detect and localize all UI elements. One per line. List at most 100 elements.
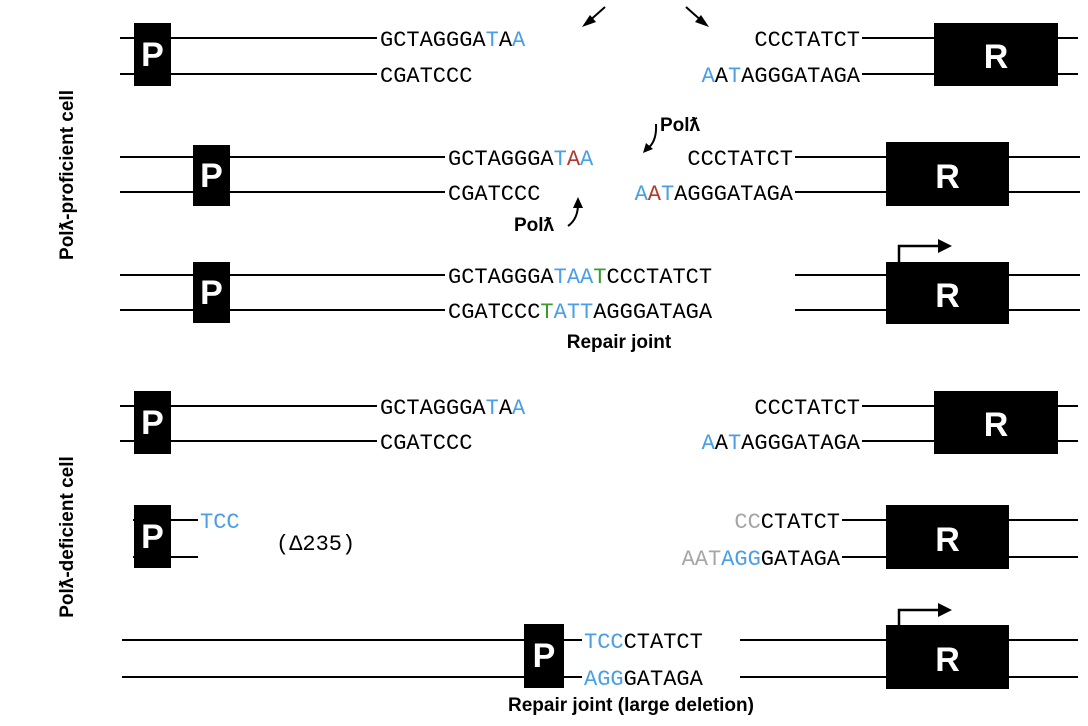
nucleotide-run: A — [715, 64, 729, 89]
reporter-label: R — [935, 521, 960, 559]
reporter-label: R — [935, 641, 960, 679]
connector-lines — [564, 639, 582, 678]
cut-site-arrows — [582, 6, 709, 27]
reporter-label: R — [935, 158, 960, 196]
sequences: GCTAGGGATAA CGATCCC CCCTATCT AATAGGGATAG… — [200, 28, 861, 692]
sequence-top-left: GCTAGGGATAA — [380, 396, 526, 421]
promoter-box: P — [134, 505, 171, 568]
promoter-box: P — [134, 23, 171, 86]
deletion-label: (Δ235) — [276, 532, 355, 557]
nucleotide-run: CGATCCC — [380, 64, 472, 89]
cut-arrow-icon — [685, 6, 709, 27]
nucleotide-run: A — [580, 147, 594, 172]
proficient-cell-label: Polƛ-proficient cell — [57, 90, 78, 260]
nucleotide-run: T — [593, 265, 606, 290]
nucleotide-run: T — [728, 64, 741, 89]
sequence-bottom-left: CGATCCC — [380, 64, 472, 89]
nucleotide-run: AGGGATAGA — [593, 300, 713, 325]
reporter-box: R — [886, 505, 1009, 569]
nucleotide-run: A — [567, 147, 581, 172]
sequence-left-fragment: TCC — [200, 510, 240, 535]
promoter-box: P — [524, 624, 564, 688]
nucleotide-run: T — [728, 431, 741, 456]
nucleotide-run: AGGGATAGA — [741, 64, 861, 89]
repair-joint-label: Repair joint — [567, 332, 672, 353]
promoter-label: P — [141, 36, 164, 74]
sequence-bottom-right: AATAGGGATAGA — [682, 547, 841, 572]
nucleotide-run: TCC — [200, 510, 240, 535]
promoter-box: P — [193, 262, 230, 323]
nucleotide-run: T — [554, 147, 567, 172]
nucleotide-run: T — [661, 182, 674, 207]
sequence-top-right: CCCTATCT — [734, 510, 840, 535]
transcription-arrow-icon — [897, 603, 952, 625]
transcription-arrow-icon — [897, 239, 952, 262]
nucleotide-run: A — [635, 182, 649, 207]
nucleotide-run: AGGGATAGA — [674, 182, 794, 207]
nucleotide-run: CTATCT — [624, 630, 703, 655]
nucleotide-run: AAT — [682, 547, 722, 572]
reporter-label: R — [984, 406, 1009, 444]
nucleotide-run: A — [648, 182, 662, 207]
pol-label: Polƛ — [660, 115, 701, 136]
nucleotide-run: AGG — [584, 667, 624, 692]
promoter-boxes: P P P P P P — [134, 23, 564, 688]
promoter-label: P — [141, 518, 164, 556]
nucleotide-run: T — [486, 28, 499, 53]
sequence-top-right: CCCTATCT — [754, 28, 860, 53]
promoter-box: P — [193, 145, 230, 206]
repair-joint-large-label: Repair joint (large deletion) — [508, 695, 754, 716]
nucleotide-run: TCC — [584, 630, 624, 655]
promoter-label: P — [200, 274, 223, 312]
nucleotide-run: A — [702, 431, 716, 456]
promoter-label: P — [533, 637, 556, 675]
nucleotide-run: CGATCCC — [448, 300, 540, 325]
nucleotide-run: CGATCCC — [448, 182, 540, 207]
nucleotide-run: T — [540, 300, 553, 325]
pol-arrow-icon — [567, 197, 583, 227]
nucleotide-run: GATAGA — [624, 667, 704, 692]
nucleotide-run: AGG — [721, 547, 761, 572]
nucleotide-run: GATAGA — [761, 547, 841, 572]
reporter-box: R — [886, 625, 1009, 689]
sequence-bottom-right: AATAGGGATAGA — [702, 431, 861, 456]
nucleotide-run: A — [512, 28, 526, 53]
sequence-bottom-right: AATAGGGATAGA — [702, 64, 861, 89]
nucleotide-run: GCTAGGGA — [448, 147, 554, 172]
nucleotide-run: CGATCCC — [380, 431, 472, 456]
nucleotide-run: CCCTATCT — [687, 147, 793, 172]
nucleotide-run: GCTAGGGA — [380, 396, 486, 421]
nucleotide-run: CCCTATCT — [606, 265, 712, 290]
deficient-cell-label: Polƛ-deficient cell — [57, 456, 78, 618]
nucleotide-run: CC — [734, 510, 760, 535]
sequence-bottom-right: AATAGGGATAGA — [635, 182, 794, 207]
nucleotide-run: A — [512, 396, 526, 421]
sequence-top-left: GCTAGGGATAA — [448, 147, 594, 172]
sequence-top-right: CCCTATCT — [687, 147, 793, 172]
sequence-top-right: CCCTATCT — [754, 396, 860, 421]
nucleotide-run: CCCTATCT — [754, 28, 860, 53]
reporter-box: R — [886, 142, 1009, 206]
transcription-arrows — [897, 239, 952, 625]
nucleotide-run: AGGGATAGA — [741, 431, 861, 456]
sequence-bottom-left: CGATCCC — [380, 431, 472, 456]
sequence-top-left: GCTAGGGATAA — [380, 28, 526, 53]
repaired-sequence-top: TCCCTATCT — [584, 630, 703, 655]
repaired-sequence-bottom: CGATCCCTATTAGGGATAGA — [448, 300, 713, 325]
cut-arrow-icon — [582, 6, 606, 27]
promoter-box: P — [134, 391, 171, 454]
promoter-label: P — [141, 404, 164, 442]
nucleotide-run: TAA — [554, 265, 594, 290]
reporter-box: R — [886, 262, 1009, 324]
pol-arrow-icon — [643, 123, 658, 153]
dna-strand-lines — [120, 37, 1080, 678]
nucleotide-run: CTATCT — [761, 510, 840, 535]
repaired-sequence-top: GCTAGGGATAATCCCTATCT — [448, 265, 712, 290]
reporter-box: R — [934, 23, 1058, 86]
reporter-box: R — [934, 391, 1058, 454]
reporter-label: R — [935, 277, 960, 315]
pol-label: Polƛ — [514, 215, 555, 236]
promoter-label: P — [200, 157, 223, 195]
nucleotide-run: A — [499, 28, 513, 53]
